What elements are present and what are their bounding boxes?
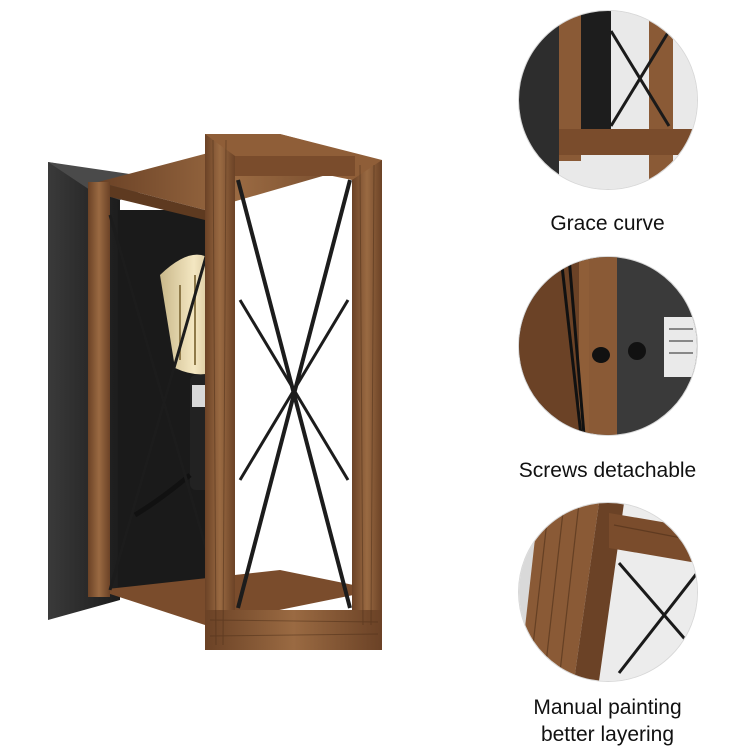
caption-line-2: better layering [540,723,675,746]
screws-closeup-icon [519,257,697,435]
detail-circle-manual-painting [518,502,698,682]
wall-sconce-lamp-icon [48,134,382,650]
detail-circle-screws [518,256,698,436]
wood-finish-closeup-icon [519,503,697,681]
detail-circle-grace-curve [518,10,698,190]
caption-line-1: Manual painting [533,696,682,719]
caption-screws-detachable: Screws detachable [518,459,697,482]
front-frame-top-rail [235,156,355,176]
frame-corner-closeup-icon [519,11,697,189]
main-product-image [30,120,400,660]
front-frame-right-post [352,160,382,630]
caption-manual-painting: Manual painting better layering [470,694,745,748]
front-frame-bottom-rail [205,610,382,650]
front-frame-left-post [205,134,235,649]
caption-grace-curve: Grace curve [550,212,665,235]
